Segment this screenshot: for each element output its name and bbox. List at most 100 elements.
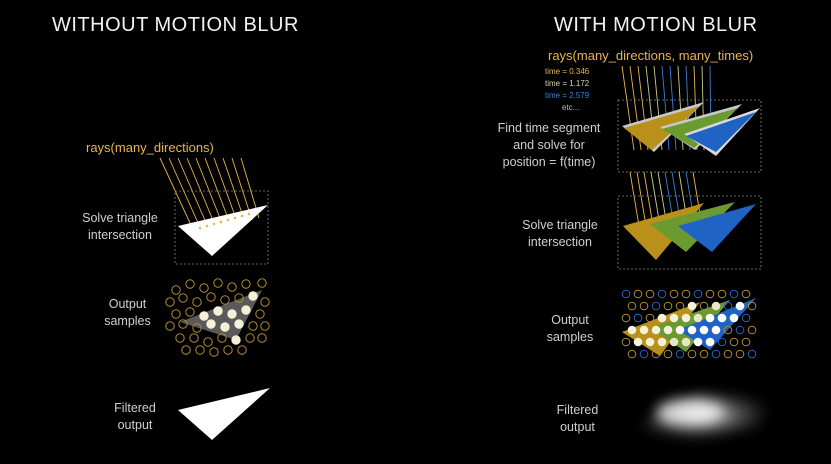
right-triangle-green-1 — [662, 108, 738, 148]
sample-dot — [248, 291, 258, 301]
sample-dot — [747, 349, 757, 359]
sample-dot — [223, 345, 233, 355]
ray-line — [159, 157, 197, 237]
right-step3-label: Filtered output — [535, 402, 620, 436]
time-label-3: time = 2.579 — [545, 91, 590, 100]
sample-dot — [675, 349, 685, 359]
right-step3-line1: Filtered — [556, 403, 599, 417]
sample-dot — [257, 278, 267, 288]
left-filtered-triangle — [178, 388, 270, 440]
sample-dot — [178, 319, 188, 329]
left-step1-line1: Solve triangle — [82, 211, 158, 225]
right-filtered-blur — [630, 392, 770, 442]
sample-dot — [717, 313, 727, 323]
sample-dot — [220, 295, 230, 305]
ray-hit — [226, 218, 230, 222]
sample-dot — [639, 325, 649, 335]
sample-dot — [203, 337, 213, 347]
right-heading: WITH MOTION BLUR — [554, 14, 758, 36]
sample-dot — [645, 313, 655, 323]
right-step3-line2: output — [560, 420, 595, 434]
sample-dot — [248, 321, 258, 331]
sample-dot — [711, 349, 721, 359]
sample-dot — [675, 301, 685, 311]
sample-dot — [723, 325, 733, 335]
right-step2-label: Output samples — [525, 312, 615, 346]
right-triangle-blue-2 — [678, 204, 756, 252]
sample-dot — [669, 337, 679, 347]
sample-dot — [234, 319, 244, 329]
left-step2-line1: Output — [108, 297, 147, 311]
sample-dot — [206, 292, 216, 302]
sample-dot — [711, 301, 721, 311]
sample-dot — [171, 285, 181, 295]
sample-dot — [699, 325, 709, 335]
sample-dot — [651, 349, 661, 359]
sample-dot — [693, 337, 703, 347]
sample-dot — [729, 313, 739, 323]
sample-dot — [669, 289, 679, 299]
sample-dot — [675, 325, 685, 335]
sample-dot — [711, 325, 721, 335]
sample-dot — [663, 325, 673, 335]
sample-dot — [217, 333, 227, 343]
sample-dot — [639, 349, 649, 359]
sample-dot — [165, 297, 175, 307]
left-intersection-box — [174, 190, 269, 265]
sample-dot — [699, 349, 709, 359]
ray-hit — [219, 220, 223, 224]
sample-dot — [645, 289, 655, 299]
sample-dot — [633, 289, 643, 299]
sample-dot — [241, 279, 251, 289]
sample-dot — [237, 345, 247, 355]
ray-hit — [233, 216, 237, 220]
sample-dot — [633, 337, 643, 347]
right-step0-label: Find time segment and solve for position… — [484, 120, 614, 171]
ray-hit — [247, 212, 251, 216]
left-step2-line2: samples — [104, 314, 151, 328]
sample-dot — [621, 313, 631, 323]
sample-dot — [681, 337, 691, 347]
sample-dot — [621, 289, 631, 299]
sample-dot — [199, 283, 209, 293]
left-rays-label: rays(many_directions) — [86, 140, 214, 155]
sample-dot — [693, 289, 703, 299]
sample-dot — [741, 313, 751, 323]
sample-dot — [735, 301, 745, 311]
sample-dot — [245, 333, 255, 343]
sample-dot — [209, 347, 219, 357]
sample-dot — [257, 333, 267, 343]
sample-dot — [181, 345, 191, 355]
sample-dot — [621, 337, 631, 347]
left-step1-label: Solve triangle intersection — [70, 210, 170, 244]
left-samples — [165, 278, 270, 357]
sample-dot — [669, 313, 679, 323]
right-time-box — [617, 99, 762, 173]
ray-line — [621, 65, 635, 151]
sample-dot — [657, 289, 667, 299]
sample-dot — [220, 322, 230, 332]
sample-dot — [705, 313, 715, 323]
right-step0-line3: position = f(time) — [502, 155, 596, 169]
ray-line — [177, 157, 211, 233]
time-label-more: etc... — [562, 103, 580, 112]
left-ray-hits — [198, 212, 251, 230]
sample-dot — [741, 337, 751, 347]
sample-dot — [227, 282, 237, 292]
ray-hit — [205, 224, 209, 228]
sample-dot — [681, 313, 691, 323]
sample-dot — [741, 289, 751, 299]
right-step0-line2: and solve for — [513, 138, 585, 152]
sample-dot — [260, 297, 270, 307]
sample-dot — [192, 323, 202, 333]
sample-dot — [651, 301, 661, 311]
sample-dot — [735, 349, 745, 359]
sample-dot — [735, 325, 745, 335]
sample-dot — [185, 307, 195, 317]
right-step0-line1: Find time segment — [497, 121, 601, 135]
sample-dot — [681, 289, 691, 299]
sample-dot — [645, 337, 655, 347]
sample-dot — [199, 311, 209, 321]
sample-dot — [693, 313, 703, 323]
sample-dot — [213, 306, 223, 316]
